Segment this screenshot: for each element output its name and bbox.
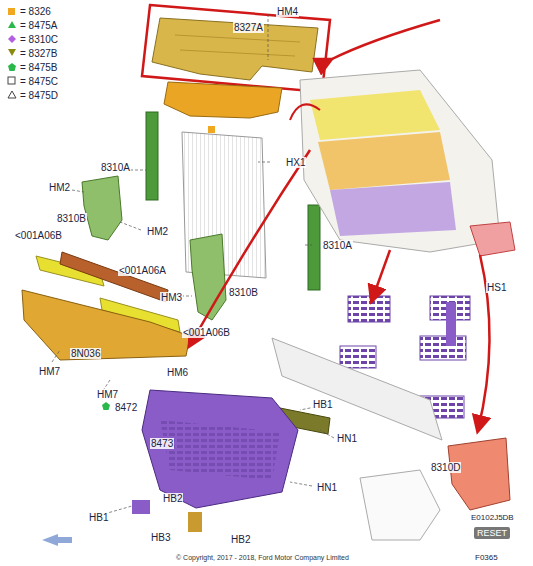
legend-text: = 8475B: [20, 62, 58, 73]
copyright-caption: © Copyright, 2017 - 2018, Ford Motor Com…: [176, 554, 349, 561]
callout-number: 8473: [150, 438, 174, 449]
legend-text: = 8327B: [20, 48, 58, 59]
callout-number: 8327A: [233, 22, 264, 33]
callout-number: <001A06A: [118, 265, 167, 276]
callout-number: HM6: [166, 367, 189, 378]
callout-number: F0365: [474, 552, 499, 563]
callout-number: 8310B: [228, 287, 259, 298]
callout-number: HN1: [336, 433, 358, 444]
callout-number: <001A06B: [14, 230, 63, 241]
callout-number: 8310A: [100, 162, 131, 173]
callout-number: HM2: [146, 226, 169, 237]
legend-swatch: [8, 8, 15, 15]
callout-number: HB1: [312, 399, 333, 410]
legend-text: = 8310C: [20, 34, 58, 45]
callout-number: E0102J5DB: [470, 512, 515, 523]
callout-number: HX1: [285, 157, 306, 168]
reset-button: RESET: [474, 527, 510, 539]
callout-number: <001A06B: [182, 327, 231, 338]
callout-number: HB3: [150, 532, 171, 543]
callout-number: 8472: [114, 402, 138, 413]
callout-number: HM4: [276, 6, 299, 17]
callout-number: HM7: [96, 389, 119, 400]
callout-number: 8310A: [322, 240, 353, 251]
callout-number: HB2: [230, 534, 251, 545]
legend-text: = 8475C: [20, 76, 58, 87]
legend-text: = 8326: [20, 6, 51, 17]
callout-number: HM3: [160, 292, 183, 303]
callout-number: HM7: [38, 366, 61, 377]
callout-number: HS1: [486, 282, 507, 293]
callout-number: HB2: [162, 493, 183, 504]
legend-text: = 8475A: [20, 20, 58, 31]
callout-number: HM2: [48, 182, 71, 193]
legend-text: = 8475D: [20, 90, 58, 101]
callout-number: HN1: [316, 482, 338, 493]
callout-number: 8N036: [70, 348, 101, 359]
callout-number: HB1: [88, 512, 109, 523]
callout-number: 8310B: [56, 213, 87, 224]
callout-number: 8310D: [430, 462, 461, 473]
